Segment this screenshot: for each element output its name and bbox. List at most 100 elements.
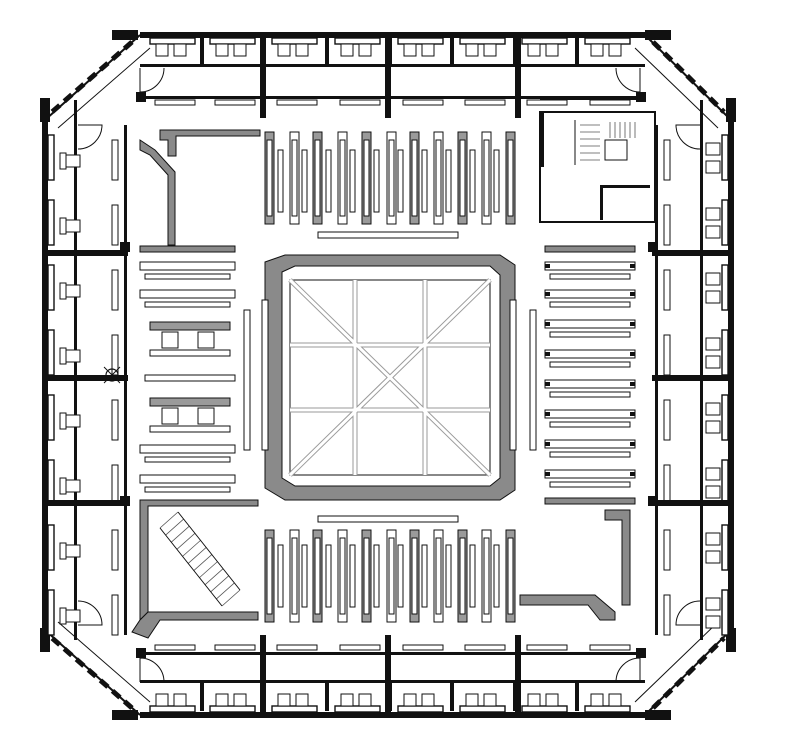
bench [663, 139, 671, 181]
reading-bench [349, 544, 356, 608]
bookshelf-icon [144, 301, 231, 308]
partition [652, 250, 732, 256]
bookshelf-end [545, 442, 550, 446]
partition [575, 683, 579, 711]
bookshelf-icon [544, 379, 636, 389]
desk-chair-icon [161, 331, 179, 349]
reading-bench [373, 149, 380, 213]
stair-step [182, 540, 201, 557]
desk-chair-icon [65, 609, 81, 623]
window [47, 199, 55, 246]
column [120, 496, 130, 506]
desk-chair-icon [705, 597, 721, 611]
bench [214, 99, 256, 106]
bench [111, 399, 119, 441]
bench [154, 644, 196, 651]
bookshelf-icon [544, 289, 636, 299]
desk-chair-icon [340, 43, 354, 57]
bookshelf-end [630, 442, 635, 446]
window [47, 394, 55, 441]
desk-chair-icon [233, 693, 247, 707]
desk-chair-icon [277, 43, 291, 57]
bookshelf-icon [549, 301, 631, 308]
desk-chair-icon [358, 693, 372, 707]
reading-bench [421, 544, 428, 608]
bookshelf-icon [549, 331, 631, 338]
bookshelf-end [545, 472, 550, 476]
column [636, 92, 646, 102]
desk-chair-icon [403, 43, 417, 57]
bookshelf-end [630, 382, 635, 386]
bookshelf-end [545, 382, 550, 386]
desk-chair-icon [295, 43, 309, 57]
desk [59, 477, 67, 495]
bookshelf-icon [483, 139, 490, 217]
bookshelf-end [545, 264, 550, 268]
desk-chair-icon [65, 414, 81, 428]
bookshelf-icon [291, 139, 298, 217]
desk [59, 152, 67, 170]
bench [276, 99, 318, 106]
desk-chair-icon [705, 160, 721, 174]
desk-chair-icon [65, 349, 81, 363]
bookshelf-end [630, 352, 635, 356]
desk-chair-icon [215, 43, 229, 57]
desk [59, 542, 67, 560]
bookshelf-icon [139, 131, 636, 623]
desk-chair-icon [590, 693, 604, 707]
bookshelf-icon [549, 451, 631, 458]
bookshelf-icon [459, 139, 466, 217]
reading-bench [397, 149, 404, 213]
reading-bench [445, 544, 452, 608]
bookshelf-icon [144, 273, 231, 280]
bookshelf-icon [139, 261, 236, 271]
desk [59, 282, 67, 300]
desk-chair-icon [608, 43, 622, 57]
bookshelf-icon [266, 537, 273, 615]
bookshelf-icon [435, 139, 442, 217]
desk-chair-icon [65, 219, 81, 233]
desk-chair-icon [65, 544, 81, 558]
bookshelf-icon [459, 537, 466, 615]
window [149, 37, 196, 45]
desk-chair-icon [705, 142, 721, 156]
bench [663, 594, 671, 636]
table [149, 397, 231, 407]
column [136, 648, 146, 658]
window [47, 329, 55, 376]
window [47, 459, 55, 506]
desk-chair-icon [545, 43, 559, 57]
desk [59, 217, 67, 235]
window [397, 705, 444, 713]
bookshelf-end [545, 292, 550, 296]
bench [154, 99, 196, 106]
window [149, 705, 196, 713]
window [721, 329, 729, 376]
corridor-lines [48, 38, 732, 715]
bench [526, 644, 568, 651]
desk-chair-icon [197, 407, 215, 425]
window [721, 199, 729, 246]
desk-chair-icon [705, 272, 721, 286]
reading-bench [421, 149, 428, 213]
bookshelf-end [545, 352, 550, 356]
desk-chair-icon [483, 43, 497, 57]
door-swing-icon [77, 67, 701, 683]
window [521, 37, 568, 45]
bookshelf-icon [549, 421, 631, 428]
desk-chair-icon [197, 331, 215, 349]
window [47, 134, 55, 181]
stair-step [171, 525, 190, 543]
desk-chair-icon [173, 693, 187, 707]
bench [402, 99, 444, 106]
bookshelf-icon [435, 537, 442, 615]
bookshelf-icon [363, 537, 370, 615]
desk-chair-icon [421, 43, 435, 57]
reading-bench [445, 149, 452, 213]
bookshelf-icon [388, 537, 395, 615]
bookshelf-icon [544, 319, 636, 329]
window [459, 37, 506, 45]
partition [325, 38, 329, 66]
stair-step [187, 547, 207, 564]
